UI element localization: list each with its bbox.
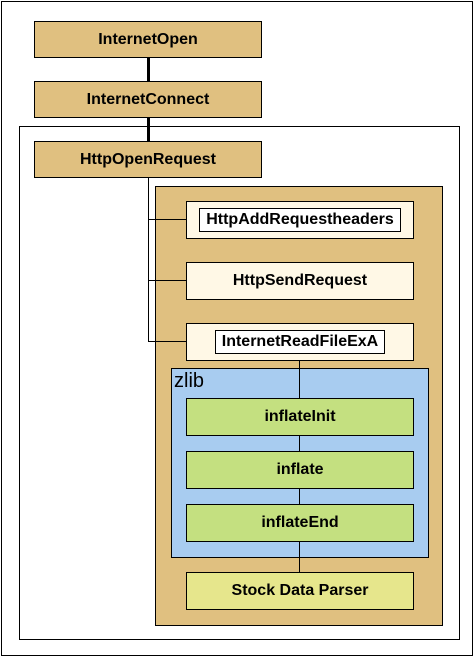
inflate-box: inflate <box>186 451 414 489</box>
internet-open-label: InternetOpen <box>98 30 198 48</box>
zlib-label: zlib <box>174 370 205 392</box>
connector-connect-request <box>147 118 150 142</box>
connector-open-connect <box>147 58 150 82</box>
http-open-request-label: HttpOpenRequest <box>80 150 216 168</box>
internet-connect-box: InternetConnect <box>34 81 262 118</box>
connector-branch-send <box>148 280 186 281</box>
stock-data-parser-box: Stock Data Parser <box>186 572 414 610</box>
inflate-end-box: inflateEnd <box>186 504 414 542</box>
connector-branch-headers <box>148 219 186 220</box>
http-add-request-headers-label: HttpAddRequestheaders <box>199 208 401 232</box>
connector-request-trunk <box>148 178 149 342</box>
internet-open-box: InternetOpen <box>34 21 262 58</box>
stock-data-parser-label: Stock Data Parser <box>231 582 369 599</box>
internet-read-file-exa-label: InternetReadFileExA <box>214 330 386 354</box>
connector-branch-read <box>148 341 186 342</box>
internet-connect-label: InternetConnect <box>86 90 210 108</box>
internet-read-file-exa-box: InternetReadFileExA <box>186 323 414 361</box>
http-open-request-box: HttpOpenRequest <box>34 141 262 178</box>
http-send-request-box: HttpSendRequest <box>186 262 414 300</box>
http-send-request-label: HttpSendRequest <box>232 272 368 289</box>
inflate-init-box: inflateInit <box>186 398 414 436</box>
inflate-end-label: inflateEnd <box>261 514 339 531</box>
request-container <box>19 126 460 640</box>
inflate-label: inflate <box>276 461 324 478</box>
http-add-request-headers-box: HttpAddRequestheaders <box>186 201 414 239</box>
inflate-init-label: inflateInit <box>264 408 336 425</box>
